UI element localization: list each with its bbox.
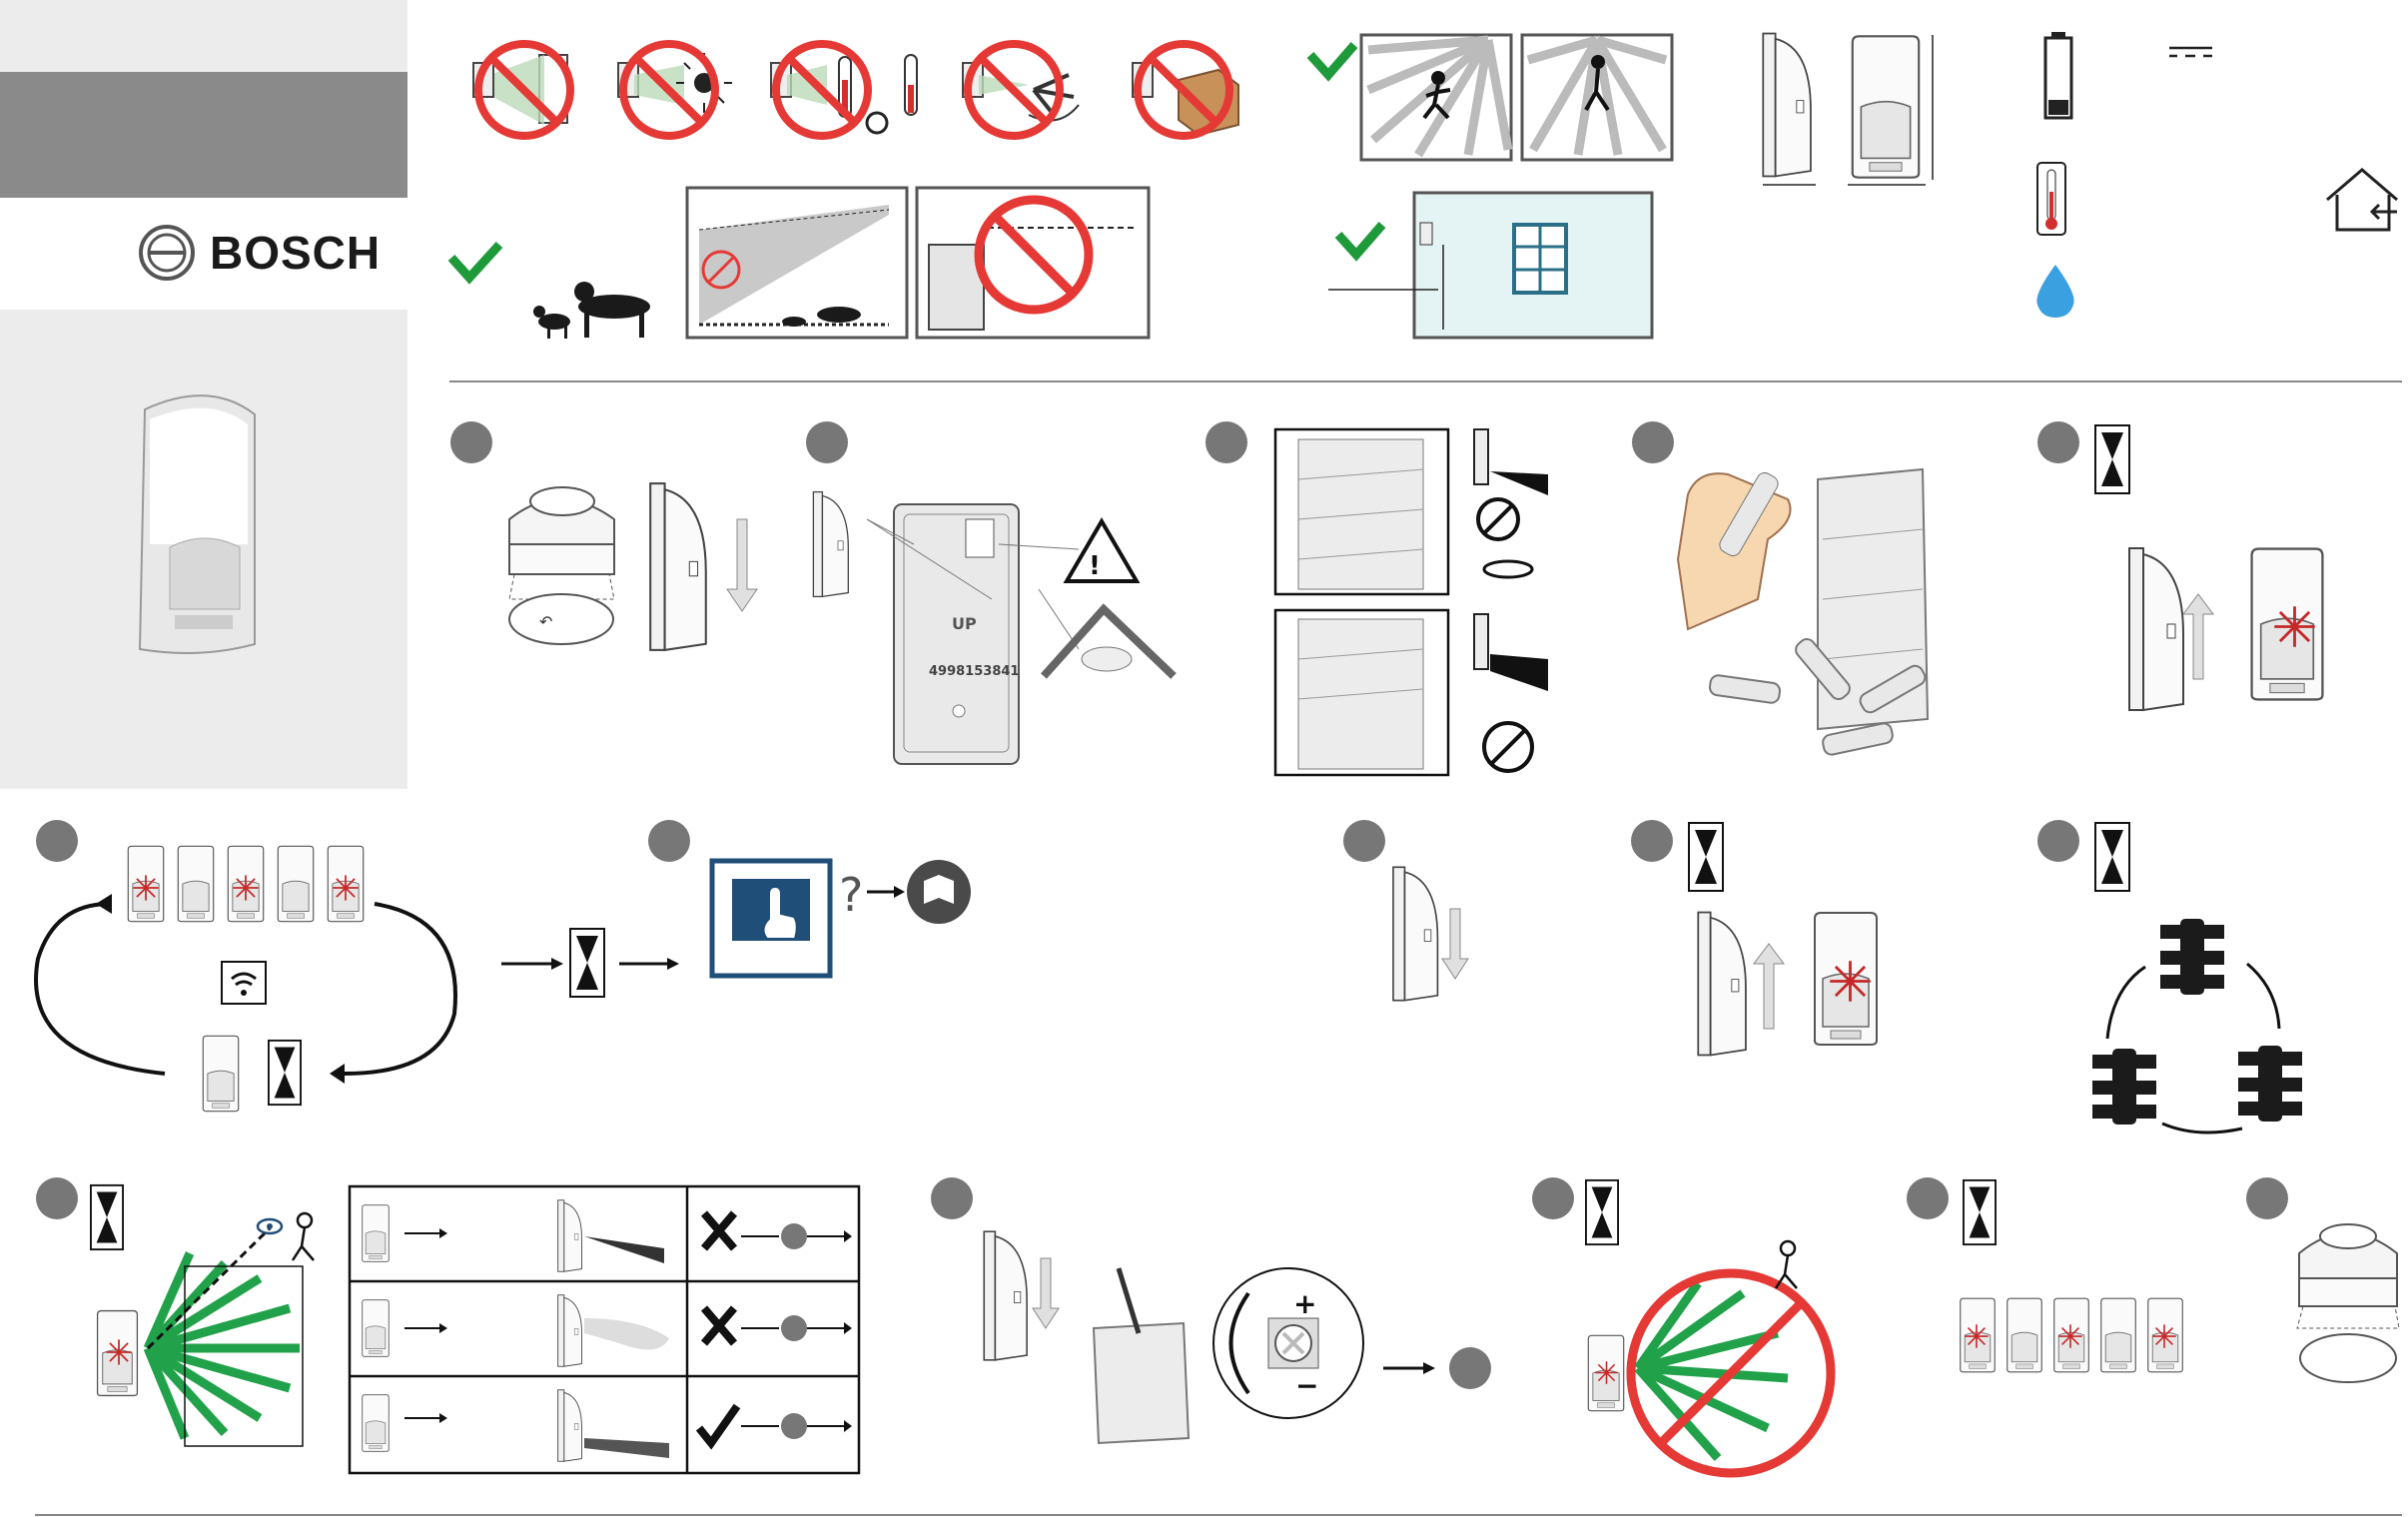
step-12-marker: [931, 1177, 973, 1219]
step-13-marker: [1532, 1177, 1574, 1219]
step-15-marker: [2246, 1177, 2288, 1219]
no-window-icon: [473, 44, 570, 136]
check-icon: [1310, 45, 1354, 75]
increase-symbol: +: [1293, 1287, 1316, 1320]
hourglass-icon: [2095, 425, 2129, 493]
no-fan-icon: [963, 44, 1079, 136]
svg-text:!: !: [1089, 551, 1101, 581]
step-1-open-housing: ↶: [509, 483, 757, 650]
step-6-marker: [36, 820, 78, 862]
traffic-light-icon: [2160, 919, 2224, 995]
dc-symbol: [2169, 48, 2212, 56]
check-icon: [1338, 225, 1382, 255]
pet-furniture-scene: [917, 188, 1149, 338]
step-2-marker: [806, 421, 848, 463]
check-icon: [451, 245, 499, 278]
step-6-walk-test-cycle: [36, 846, 455, 1111]
pir-code: 4998153841: [929, 664, 1019, 679]
pir-label: UP: [952, 614, 977, 633]
dimension-drawings: [1763, 34, 1933, 185]
corner-mount-pattern: [1361, 35, 1511, 160]
step-8-open-again: [1393, 867, 1468, 1000]
step-14-marker: [1907, 1177, 1949, 1219]
no-sun-icon: [618, 44, 732, 136]
step-4-insert-batteries: [1678, 469, 1928, 756]
mounting-height-scene: [1328, 193, 1652, 338]
cover-product-image: [140, 395, 255, 653]
pets-icon: [533, 282, 650, 339]
step-7-marker: [648, 820, 690, 862]
pet-room-scene: [687, 188, 907, 338]
step-1-marker: [450, 421, 492, 463]
step-10-status-lights: [2092, 823, 2302, 1133]
step-9-close-again: [1689, 823, 1877, 1055]
flow-arrows: [501, 929, 679, 997]
water-drop-icon: [2036, 265, 2073, 318]
step-8-marker: [1343, 820, 1385, 862]
step-5-marker: [2037, 421, 2079, 463]
coverage-patterns: [1310, 35, 1672, 338]
step-12-adjust-sensitivity: + −: [984, 1231, 1491, 1443]
step-14-led-sequence: [1961, 1180, 2183, 1372]
step-4-marker: [1632, 421, 1674, 463]
thermometer-icon: [2037, 163, 2065, 235]
question-mark: ?: [839, 868, 863, 922]
decrease-symbol: −: [1295, 1369, 1318, 1402]
forbidden-placements: [473, 44, 1238, 136]
step-5-close-housing: [2095, 425, 2322, 710]
pets-section: [451, 188, 1149, 339]
wall-mount-pattern: [1522, 35, 1672, 160]
step-10-marker: [2037, 820, 2079, 862]
step-3-marker: [1205, 421, 1247, 463]
specifications: [2036, 32, 2397, 318]
no-heat-icon: [771, 44, 917, 136]
sensitivity-table: [350, 1186, 859, 1473]
svg-text:↶: ↶: [539, 612, 552, 631]
walker-icon: [1431, 71, 1445, 85]
indoor-house-icon: [2327, 170, 2397, 230]
cover-logo: [141, 227, 193, 279]
step-15-lock-housing: [2297, 1224, 2399, 1382]
repeat-step-marker: [1449, 1347, 1491, 1389]
battery-icon: [2045, 32, 2071, 118]
step-7-app-check: ?: [712, 860, 971, 976]
step-3-pet-setting: [1275, 429, 1548, 775]
step-2-mount-base: UP 4998153841 !: [813, 492, 1174, 764]
pets-icon: [1484, 561, 1532, 577]
step-markers: [36, 421, 2288, 1219]
step-13-no-detection: [1586, 1180, 1831, 1473]
step-11-coverage-test: [91, 1185, 314, 1446]
step-11-marker: [36, 1177, 78, 1219]
step-9-marker: [1631, 820, 1673, 862]
no-obstacle-icon: [1133, 44, 1238, 136]
